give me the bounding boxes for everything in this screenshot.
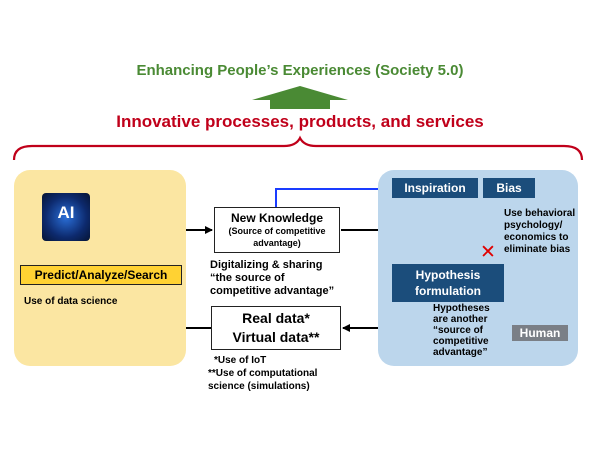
new-knowledge-box: New Knowledge (Source of competitive adv…	[214, 207, 340, 253]
bias-box: Bias	[483, 178, 535, 198]
arrow-knowledge-to-inspiration	[275, 185, 391, 207]
hypothesis-line-1: Hypothesis	[415, 268, 481, 282]
real-virtual-data-box: Real data* Virtual data**	[211, 306, 341, 350]
up-arrow-icon	[252, 86, 348, 100]
innovation-subtitle: Innovative processes, products, and serv…	[116, 112, 484, 131]
hypothesis-line-2: formulation	[415, 284, 481, 298]
hyp-note-line-3: “source of	[433, 325, 484, 336]
new-knowledge-sub-1: (Source of competitive	[228, 226, 326, 236]
data-science-note: Use of data science	[24, 296, 118, 307]
ai-brain-icon	[42, 193, 90, 241]
real-data-label: Real data*	[242, 310, 310, 326]
behavioral-note: Use behavioral psychology/ economics to …	[504, 208, 580, 256]
behavioral-line-3: economics to	[504, 232, 569, 243]
curly-brace-icon	[12, 135, 584, 161]
inspiration-box: Inspiration	[392, 178, 478, 198]
hyp-note-line-5: advantage”	[433, 347, 488, 358]
hypothesis-formulation-box: Hypothesis formulation	[392, 264, 504, 302]
new-knowledge-title: New Knowledge	[230, 211, 323, 225]
behavioral-line-2: psychology/	[504, 220, 563, 231]
digitalizing-line-2: “the source of	[210, 272, 285, 284]
human-label: Human	[512, 325, 568, 341]
virtual-data-label: Virtual data**	[232, 329, 320, 345]
data-footnotes: *Use of IoT **Use of computational scien…	[208, 354, 358, 393]
hypotheses-note: Hypotheses are another “source of compet…	[433, 303, 513, 358]
up-arrow-stem	[270, 100, 330, 109]
footnote-iot: *Use of IoT	[214, 355, 267, 366]
footnote-computational-1: **Use of computational	[208, 368, 318, 379]
footnote-computational-2: science (simulations)	[208, 381, 310, 392]
behavioral-line-4: eliminate bias	[504, 244, 571, 255]
hyp-note-line-2: are another	[433, 314, 488, 325]
digitalizing-line-3: competitive advantage”	[210, 285, 335, 297]
new-knowledge-sub-2: advantage)	[253, 238, 301, 248]
hyp-note-line-1: Hypotheses	[433, 303, 490, 314]
red-x-icon: ✕	[480, 242, 496, 263]
digitalizing-caption: Digitalizing & sharing “the source of co…	[210, 259, 360, 298]
society-title: Enhancing People’s Experiences (Society …	[136, 62, 464, 79]
behavioral-line-1: Use behavioral	[504, 208, 576, 219]
hyp-note-line-4: competitive	[433, 336, 489, 347]
ai-label: AI	[57, 203, 75, 222]
digitalizing-line-1: Digitalizing & sharing	[210, 259, 323, 271]
predict-analyze-search-box: Predict/Analyze/Search	[20, 265, 182, 285]
